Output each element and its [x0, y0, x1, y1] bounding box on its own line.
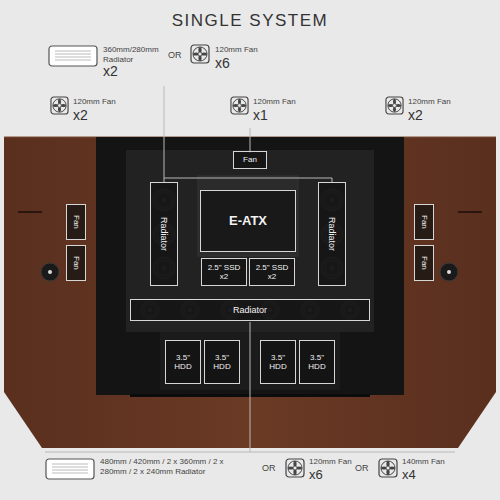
fan-slot: Fan — [66, 245, 86, 281]
callout-text: 120mm Fan — [73, 97, 116, 107]
fan-icon — [51, 97, 68, 114]
leader-line — [164, 86, 332, 182]
slot-label: 2.5" SSD x2 — [205, 263, 243, 281]
ssd-slot: 2.5" SSD x2 — [201, 258, 247, 286]
quantity-label: x2 — [103, 63, 118, 80]
slot-label: 3.5" HDD — [264, 353, 292, 371]
ssd-slot: 2.5" SSD x2 — [249, 258, 295, 286]
leader-line — [250, 128, 251, 153]
slot-label: 2.5" SSD x2 — [253, 263, 291, 281]
or-label: OR — [262, 463, 276, 474]
cable-slot — [18, 211, 42, 213]
callout-text: 480mm / 420mm / 2 x 360mm / 2 x 280mm / … — [100, 457, 228, 476]
hdd-slot: 3.5" HDD — [260, 340, 296, 384]
control-knob — [41, 263, 59, 281]
slot-label: Radiator — [159, 217, 169, 251]
or-label: OR — [355, 463, 369, 474]
motherboard-slot: E-ATX — [200, 190, 296, 252]
fan-icon — [286, 459, 304, 477]
fan-slot: Fan — [66, 204, 86, 240]
callout-text: 120mm Fan — [253, 97, 296, 107]
slot-label: Fan — [71, 215, 80, 229]
quantity-label: x2 — [408, 107, 423, 124]
leader-line — [45, 322, 455, 452]
fan-icon — [231, 97, 248, 114]
motherboard — [198, 176, 298, 256]
diagram-title: SINGLE SYSTEM — [0, 11, 500, 31]
fan-icon — [379, 459, 397, 477]
quantity-label: x2 — [73, 107, 88, 124]
slot-label: Fan — [243, 155, 257, 164]
slot-label: Fan — [71, 256, 80, 270]
or-label: OR — [168, 50, 182, 61]
cable-slot — [458, 211, 482, 213]
callout-text: 140mm Fan — [402, 457, 445, 467]
slot-label: Radiator — [327, 217, 337, 251]
fan-icon — [386, 97, 403, 114]
control-knob-dot — [447, 270, 451, 274]
radiator-icon — [49, 46, 97, 66]
slot-label: Fan — [419, 256, 428, 270]
callout-text: 120mm Fan — [215, 45, 258, 55]
hdd-slot: 3.5" HDD — [299, 340, 335, 384]
callout-text: 360mm/280mm Radiator — [103, 45, 163, 64]
radiator-slot: Radiator — [150, 182, 178, 286]
slot-label: E-ATX — [229, 214, 267, 229]
quantity-label: x4 — [402, 467, 416, 483]
control-knob-dot — [48, 270, 52, 274]
slot-label: Fan — [419, 215, 428, 229]
fan-slot: Fan — [414, 245, 434, 281]
case-interior — [126, 150, 374, 332]
control-knob — [440, 263, 458, 281]
radiator-slot: Radiator — [318, 182, 346, 286]
callout-text: 120mm Fan — [309, 457, 352, 467]
hdd-slot: 3.5" HDD — [204, 340, 240, 384]
slot-label: 3.5" HDD — [208, 353, 236, 371]
radiator-slot: Radiator — [130, 299, 370, 321]
slot-label: 3.5" HDD — [303, 353, 331, 371]
fan-slot: Fan — [233, 151, 267, 169]
callout-text: 120mm Fan — [408, 97, 451, 107]
hdd-slot: 3.5" HDD — [165, 340, 201, 384]
quantity-label: x1 — [253, 107, 268, 124]
slot-label: Radiator — [233, 305, 267, 315]
radiator-icon — [46, 459, 94, 479]
quantity-label: x6 — [309, 467, 323, 483]
fan-slot: Fan — [414, 204, 434, 240]
slot-label: 3.5" HDD — [169, 353, 197, 371]
fan-icon — [191, 45, 209, 63]
quantity-label: x6 — [215, 55, 230, 72]
